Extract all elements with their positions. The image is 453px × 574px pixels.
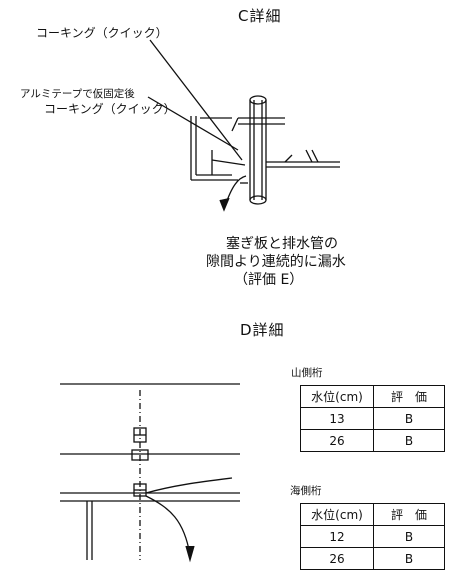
sea-side-label: 海側桁 — [290, 485, 322, 497]
table-header: 評 価 — [373, 503, 445, 526]
caption-line1: 塞ぎ板と排水管の — [226, 236, 338, 252]
table-row: 26 B — [300, 429, 445, 452]
caption-line3: （評価 E） — [234, 272, 304, 288]
grade-cell: B — [373, 407, 445, 430]
tape-label-line2: コーキング（クイック） — [44, 102, 176, 116]
table-header: 評 価 — [373, 385, 445, 408]
level-cell: 26 — [300, 547, 374, 570]
grade-cell: B — [373, 525, 445, 548]
mountain-side-table: 水位(cm) 評 価 13 B 26 B — [300, 385, 445, 452]
caulking-leader-line — [149, 39, 243, 161]
table-row: 12 B — [300, 525, 445, 548]
detail-d-drawing — [60, 383, 240, 563]
table-header: 水位(cm) — [300, 503, 374, 526]
grade-cell: B — [373, 429, 445, 452]
level-cell: 12 — [300, 525, 374, 548]
sea-side-table: 水位(cm) 評 価 12 B 26 B — [300, 503, 445, 570]
leak-stream — [145, 495, 191, 556]
table-row: 26 B — [300, 547, 445, 570]
mountain-side-label: 山側桁 — [291, 367, 323, 379]
tape-leader-line — [147, 96, 239, 151]
tape-label-line1: アルミテープで仮固定後 — [20, 88, 135, 100]
level-cell: 13 — [300, 407, 374, 430]
caulking-label: コーキング（クイック） — [36, 26, 168, 40]
detail-d-title: D詳細 — [240, 321, 285, 339]
detail-c-title: C詳細 — [238, 7, 282, 25]
level-cell: 26 — [300, 429, 374, 452]
caption-line2: 隙間より連続的に漏水 — [206, 254, 346, 270]
table-header: 水位(cm) — [300, 385, 374, 408]
detail-c-drawing — [147, 39, 340, 212]
table-row: 13 B — [300, 407, 445, 430]
grade-cell: B — [373, 547, 445, 570]
